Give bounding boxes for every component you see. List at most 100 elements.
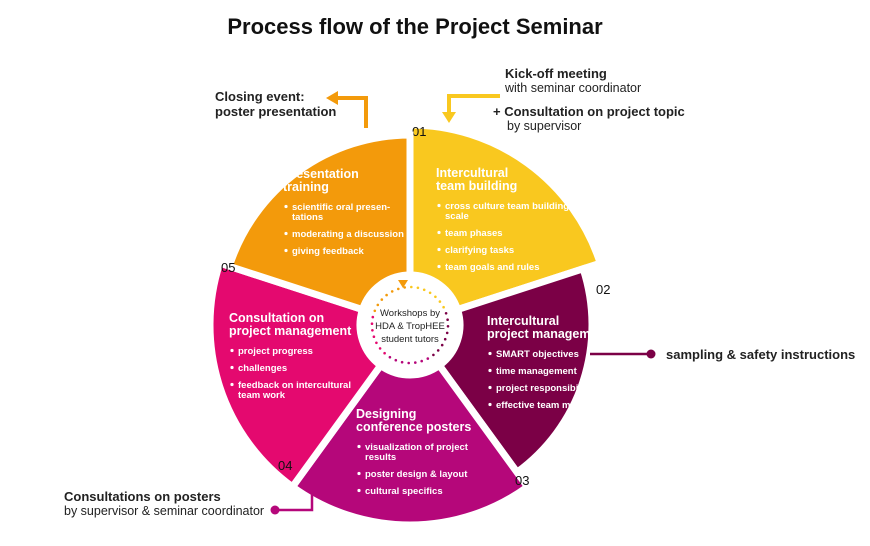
- center-text: HDA & TropHEE: [375, 321, 445, 332]
- segment-heading: training: [283, 180, 329, 194]
- segment-shape: [434, 264, 596, 478]
- bullet-icon: [437, 247, 441, 252]
- kickoff-arrow: [447, 94, 500, 112]
- segment-number: 01: [412, 124, 426, 139]
- bullet-icon: [437, 230, 441, 235]
- segment-item: giving feedback: [292, 246, 365, 257]
- hub-dot: [414, 361, 417, 364]
- segment-item: tations: [292, 212, 323, 223]
- bullet-icon: [230, 382, 234, 387]
- bullet-icon: [488, 402, 492, 407]
- poster-consultation-title: Consultations on posters: [64, 489, 221, 504]
- segment-heading: project management: [229, 324, 352, 338]
- topic-consultation-title: + Consultation on project topic: [493, 104, 685, 119]
- center-text: student tutors: [381, 334, 439, 345]
- hub-dot: [444, 312, 448, 315]
- segment-item: project responsibilities: [496, 383, 600, 394]
- hub-dot: [446, 318, 449, 322]
- segment-item: team phases: [445, 228, 503, 239]
- hub-dot: [445, 331, 449, 335]
- bullet-icon: [488, 351, 492, 356]
- sampling-annotation: sampling & safety instructions: [666, 347, 856, 362]
- bullet-icon: [357, 488, 361, 493]
- segment-item: team goals and rules: [445, 262, 540, 273]
- hub-dot: [426, 357, 430, 360]
- hub-dot: [434, 295, 437, 299]
- segment-item: project progress: [238, 346, 313, 357]
- segment-number: 04: [278, 458, 292, 473]
- kickoff-sub: with seminar coordinator: [505, 81, 642, 95]
- hub-dot: [372, 335, 376, 339]
- segment-item: results: [365, 452, 396, 463]
- segment-item: scientific oral presen-: [292, 202, 390, 213]
- bullet-icon: [488, 368, 492, 373]
- hub-dot: [388, 355, 392, 359]
- segment-heading: Consultation on: [229, 311, 324, 325]
- segment-item: scale: [445, 211, 469, 222]
- kickoff-title: Kick-off meeting: [505, 66, 607, 81]
- hub-dot: [407, 361, 411, 365]
- segment-item: challenges: [238, 363, 287, 374]
- segment-item: time management: [496, 366, 578, 377]
- segment-number: 05: [221, 260, 235, 275]
- closing-arrow-head-icon: [326, 91, 338, 105]
- segment-item: clarifying tasks: [445, 245, 514, 256]
- segment-item: poster design & layout: [365, 469, 468, 480]
- bullet-icon: [488, 385, 492, 390]
- closing-event-line1: Closing event:: [215, 89, 305, 104]
- hub-dot: [375, 341, 378, 345]
- hub-dot: [420, 359, 424, 363]
- segment-heading: Presentation: [283, 167, 359, 181]
- topic-consultation-annotation: + Consultation on project topic by super…: [493, 104, 685, 134]
- segment-number: 02: [596, 282, 610, 297]
- hub-dot: [397, 287, 400, 291]
- hub-dot: [394, 358, 398, 362]
- bullet-icon: [284, 248, 288, 253]
- hub-dot: [440, 343, 444, 347]
- segment-shape: [406, 121, 605, 314]
- hub-dot: [428, 291, 432, 295]
- bullet-icon: [284, 231, 288, 236]
- hub-dot: [376, 303, 380, 307]
- hub-dot: [371, 315, 375, 319]
- segment-item: team work: [238, 390, 286, 401]
- segment-item: moderating a discussion: [292, 229, 404, 240]
- hub-dot: [390, 290, 394, 293]
- center-hub: [366, 281, 454, 369]
- segment-item: SMART objectives: [496, 349, 579, 360]
- poster-consultation-sub: by supervisor & seminar coordinator: [64, 504, 265, 518]
- closing-event-annotation: Closing event: poster presentation: [215, 89, 336, 119]
- kickoff-arrow-head-icon: [442, 112, 456, 123]
- segment-item: cross culture team building: [445, 201, 569, 212]
- segment-shape: [287, 360, 533, 529]
- closing-arrow: [338, 96, 368, 128]
- segment-heading: Intercultural: [436, 166, 508, 180]
- closing-event-line2: poster presentation: [215, 104, 337, 119]
- segment-shape: [206, 258, 386, 492]
- segment-heading: Intercultural: [487, 314, 559, 328]
- hub-dot: [373, 309, 377, 313]
- hub-dot: [436, 349, 440, 352]
- poster-dot-icon: [270, 505, 280, 515]
- poster-consultation-annotation: Consultations on posters by supervisor &…: [64, 489, 264, 519]
- bullet-icon: [230, 365, 234, 370]
- bullet-icon: [357, 471, 361, 476]
- cycle-direction-arrow-icon: [398, 280, 408, 288]
- bullet-icon: [437, 203, 441, 208]
- segment-item: effective team meetings: [496, 400, 604, 411]
- hub-dot: [446, 325, 450, 328]
- segment-shape: [224, 131, 414, 314]
- hub-dot: [370, 322, 374, 326]
- poster-connector: [278, 491, 314, 512]
- segment-heading: project management: [487, 327, 610, 341]
- hub-dot: [443, 337, 447, 341]
- segment-heading: Designing: [356, 407, 416, 421]
- hub-dot: [416, 286, 420, 290]
- hub-dot: [371, 329, 374, 332]
